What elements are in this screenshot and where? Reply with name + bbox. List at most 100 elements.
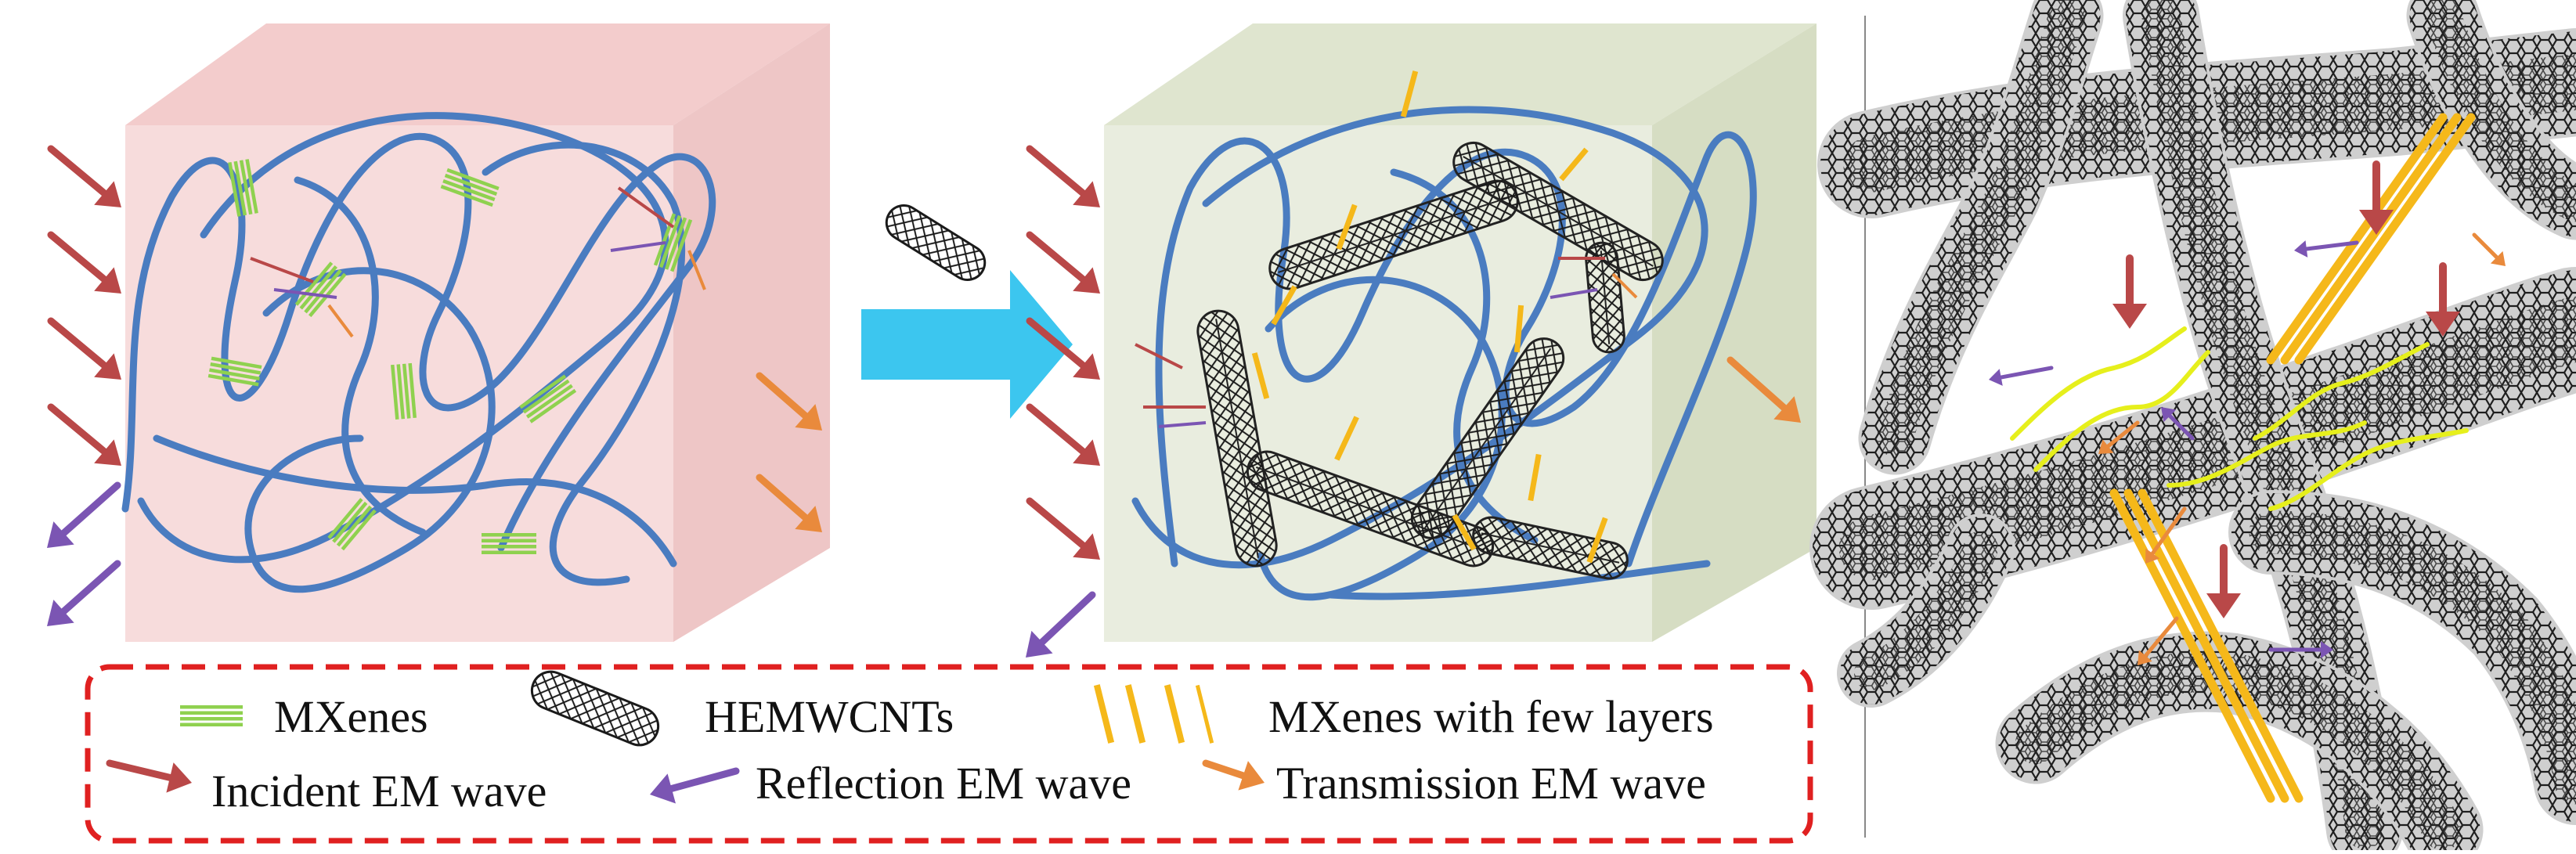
legend-hemwcnts-label: HEMWCNTs bbox=[705, 691, 954, 742]
few-layer-mxene bbox=[1336, 204, 1358, 250]
arrow-head bbox=[2490, 250, 2506, 266]
reflection-wave-arrows bbox=[1026, 591, 1096, 658]
arrow-head bbox=[2138, 650, 2152, 665]
polymer-chains bbox=[121, 112, 716, 593]
few-layer-mxene bbox=[1334, 416, 1359, 461]
arrow-shaft bbox=[60, 481, 121, 537]
tube-axis bbox=[1215, 319, 1259, 558]
mxene-layer bbox=[211, 356, 262, 369]
legend: MXenes HEMWCNTs MXenes with few layers I… bbox=[85, 664, 1813, 844]
mxene-layer bbox=[482, 550, 536, 554]
reflection-arrow bbox=[2294, 240, 2359, 258]
mxene-layer bbox=[525, 384, 573, 419]
incident-arrow bbox=[2206, 544, 2241, 618]
incident-arrow bbox=[47, 403, 121, 466]
reflection-arrow bbox=[2268, 641, 2333, 658]
legend-transmission-label: Transmission EM wave bbox=[1276, 758, 1706, 809]
mxene-flake bbox=[228, 159, 258, 217]
incident-arrow bbox=[1026, 145, 1100, 207]
legend-mxenes-label: MXenes bbox=[274, 691, 428, 742]
nanotube bbox=[2228, 490, 2576, 825]
arrow-shaft bbox=[1026, 497, 1087, 550]
arrow-head bbox=[94, 267, 121, 294]
mxene-layer bbox=[402, 363, 411, 419]
mxene-layer bbox=[233, 160, 247, 216]
arrow-head bbox=[2359, 210, 2394, 235]
arrow-shaft bbox=[1999, 366, 2054, 380]
few-layer-mxenes bbox=[1251, 70, 1608, 564]
arrow-shaft bbox=[756, 474, 809, 521]
mxene-layer bbox=[210, 362, 262, 375]
mxene-layer bbox=[482, 533, 536, 537]
panel-hybrid-composite bbox=[1026, 23, 1817, 658]
few-layer-mxene bbox=[1452, 513, 1477, 551]
mxene-layer bbox=[519, 374, 567, 409]
mxene-layer bbox=[180, 722, 243, 726]
few-layer-mxene bbox=[2138, 488, 2304, 803]
mxene-layer bbox=[239, 160, 253, 215]
arrow-shaft bbox=[756, 372, 809, 420]
mxene-layer bbox=[180, 705, 243, 709]
panel-nanotube-network bbox=[1809, 0, 2576, 854]
tube-lattice-inner bbox=[1876, 0, 2086, 457]
few-layer-mxene bbox=[1528, 453, 1542, 502]
transmission-arrow bbox=[2472, 232, 2506, 266]
few-layer-mxene bbox=[2280, 113, 2462, 365]
mxene-layer bbox=[209, 368, 260, 381]
arrow-shaft bbox=[2143, 616, 2179, 658]
electron-paths bbox=[2010, 326, 2469, 511]
arrow-head bbox=[166, 762, 192, 793]
transmission-wave-arrows bbox=[1726, 356, 1801, 423]
few-layer-mxene bbox=[1251, 352, 1270, 399]
tube-axis bbox=[1600, 250, 1611, 344]
cube-top-face bbox=[1104, 23, 1817, 125]
mxene-layer bbox=[442, 178, 496, 202]
tube-lattice-inner bbox=[2424, 0, 2576, 222]
arrow-head bbox=[94, 439, 121, 466]
few-layer-mxene bbox=[1513, 304, 1524, 353]
arrow-shaft bbox=[1038, 591, 1096, 646]
few-layer-mxene bbox=[1559, 147, 1589, 182]
legend-reflection-label: Reflection EM wave bbox=[756, 758, 1131, 809]
hemwcnt-tube bbox=[1585, 241, 1625, 354]
arrow-shaft bbox=[2150, 506, 2187, 556]
arrow-shaft bbox=[47, 403, 108, 456]
arrow-head bbox=[795, 404, 822, 431]
arrow-head bbox=[2426, 312, 2460, 337]
arrow-head bbox=[1073, 533, 1100, 560]
arrow-shaft bbox=[668, 767, 740, 792]
legend-few-layers-label: MXenes with few layers bbox=[1268, 691, 1714, 742]
arrow-head bbox=[1073, 181, 1100, 207]
reflection-arrow bbox=[1989, 366, 2054, 386]
reflection-arrow bbox=[47, 481, 121, 548]
legend-incident-symbol bbox=[106, 759, 192, 793]
mxene-layer bbox=[341, 509, 377, 551]
arrow-head bbox=[1073, 439, 1100, 466]
incident-arrow bbox=[47, 231, 121, 294]
mxene-layer bbox=[180, 711, 243, 715]
arrow-head bbox=[2321, 641, 2333, 658]
mxene-layer bbox=[207, 373, 259, 387]
transmission-arrow bbox=[756, 474, 822, 532]
internal-wave-arrows bbox=[1135, 257, 1638, 428]
arrow-shaft bbox=[2472, 232, 2499, 260]
legend-hemwcnts-symbol bbox=[530, 670, 660, 747]
arrow-shaft bbox=[1202, 759, 1247, 780]
arrow-head bbox=[94, 181, 121, 207]
tube-lattice-inner bbox=[2249, 510, 2576, 805]
arrow-shaft bbox=[47, 231, 108, 283]
nanotube bbox=[1995, 631, 2484, 854]
few-layer-mxene bbox=[1164, 684, 1185, 744]
mxene-layer bbox=[482, 539, 536, 542]
reflection-arrow bbox=[1026, 591, 1096, 658]
mxene-flake bbox=[207, 356, 262, 387]
nanotube bbox=[1858, 0, 2104, 475]
nanotube bbox=[2406, 0, 2576, 240]
hemwcnt-tube bbox=[1196, 309, 1278, 568]
few-layer-mxene bbox=[2294, 113, 2476, 365]
arrow-head bbox=[2112, 304, 2147, 329]
mxene-layer bbox=[390, 364, 399, 420]
arrow-head bbox=[1026, 630, 1053, 658]
